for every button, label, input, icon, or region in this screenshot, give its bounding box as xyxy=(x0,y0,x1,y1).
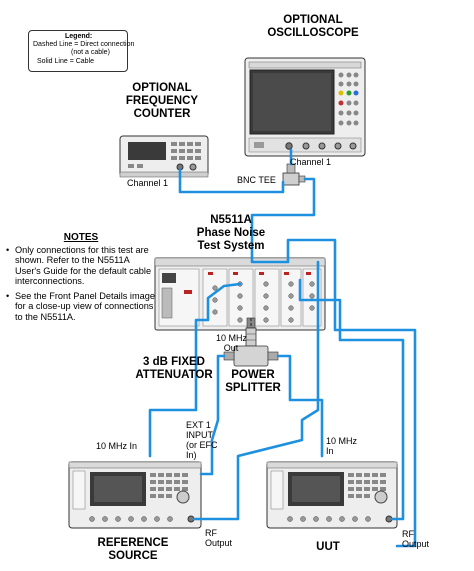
power-splitter xyxy=(223,345,279,367)
uut xyxy=(266,461,398,529)
oscilloscope-controls xyxy=(338,72,359,126)
splitter-title: POWER SPLITTER xyxy=(225,369,281,394)
legend-title: Legend: xyxy=(65,33,93,40)
oscilloscope-title: OPTIONAL OSCILLOSCOPE xyxy=(267,14,359,39)
uut-title: UUT xyxy=(316,541,340,553)
uut-rf-output-label: RF Output xyxy=(402,529,430,550)
cable-splitter-to-uut-10mhz xyxy=(276,354,324,458)
bullet-icon: • xyxy=(6,244,10,255)
counter-channel-label: Channel 1 xyxy=(127,178,169,188)
legend: Legend: Dashed Line = Direct connection … xyxy=(28,30,134,72)
cable-splitter-to-reference-ext xyxy=(199,354,226,476)
cables xyxy=(148,148,417,548)
reference-10mhz-in-label: 10 MHz In xyxy=(96,441,138,451)
reference-source xyxy=(68,461,202,529)
bnc-tee xyxy=(282,163,306,186)
bullet-icon: • xyxy=(6,290,10,301)
legend-solid-line: Solid Line = Cable xyxy=(37,58,95,65)
ten-mhz-out-label: 10 MHz Out xyxy=(216,333,248,354)
reference-rf-output-label: RF Output xyxy=(205,528,233,549)
notes-heading: NOTES xyxy=(63,232,99,243)
counter-display xyxy=(128,142,166,160)
scope-channel-label: Channel 1 xyxy=(290,157,332,167)
notes-item-text: Only connections for this test are shown… xyxy=(15,244,152,287)
counter-title: OPTIONAL FREQUENCY COUNTER xyxy=(125,82,199,120)
oscilloscope-channel1-connector xyxy=(285,142,293,150)
notes-item: • See the Front Panel Details image for … xyxy=(6,291,156,323)
ext-input-label: EXT 1 INPUT (or EFC In) xyxy=(186,420,218,461)
attenuator xyxy=(245,327,257,347)
cable-bnc-tee-to-test-system xyxy=(250,177,417,548)
cable-uut-rf-to-test-system xyxy=(298,278,405,521)
cable-reference-rf-to-test-system xyxy=(192,260,320,521)
test-system-title: N5511A Phase Noise Test System xyxy=(196,214,266,252)
attenuator-title: 3 dB FIXED ATTENUATOR xyxy=(135,356,213,381)
frequency-counter xyxy=(119,135,209,178)
legend-dashed-line: Dashed Line = Direct connection xyxy=(33,41,135,48)
bnc-tee-label: BNC TEE xyxy=(237,175,276,185)
uut-10mhz-in-label: 10 MHz In xyxy=(326,436,358,457)
cable-counter-to-bnc-tee xyxy=(178,168,285,194)
cable-test-system-to-reference-10mhz xyxy=(148,282,242,458)
notes: NOTES • Only connections for this test a… xyxy=(6,232,156,327)
notes-item: • Only connections for this test are sho… xyxy=(6,245,156,287)
legend-dashed-line-note: (not a cable) xyxy=(71,49,110,56)
reference-title: REFERENCE SOURCE xyxy=(97,537,169,562)
notes-item-text: See the Front Panel Details image for a … xyxy=(15,290,155,322)
oscilloscope xyxy=(244,57,366,157)
